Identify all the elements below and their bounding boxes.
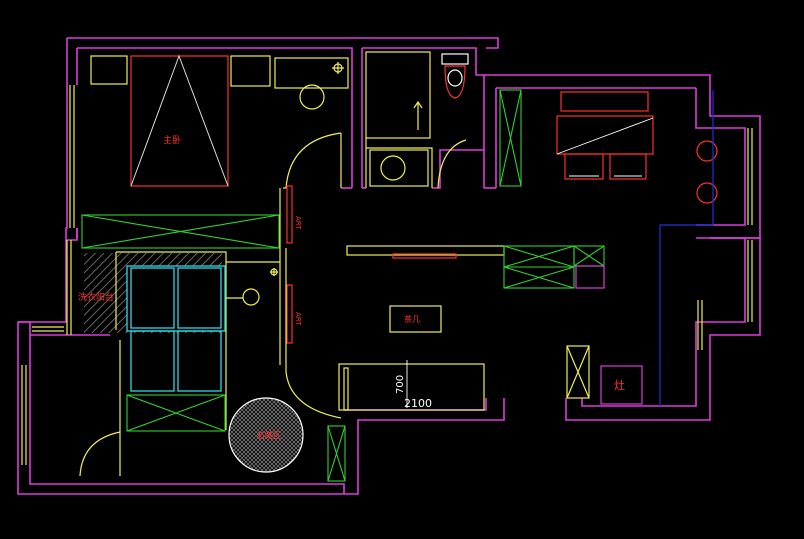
master-bed (130, 54, 229, 187)
coffee-table (389, 305, 442, 333)
shoe-cabinet (126, 394, 226, 432)
windows (21, 85, 753, 465)
bathroom-door-arc (437, 139, 467, 189)
tv-cabinet (346, 245, 505, 259)
wardrobe (81, 214, 280, 249)
stove-label: 灶 (614, 379, 625, 392)
leisure-area-label: 石踏区 (257, 430, 281, 440)
side-cabinets (503, 245, 605, 289)
bedroom-door (283, 132, 342, 189)
nightstand-left (90, 55, 128, 85)
nightstand-right (230, 55, 271, 87)
washing-machine (369, 149, 429, 187)
shower-area (365, 51, 433, 188)
coffee-table-label: 茶几 (404, 314, 420, 324)
art-label-upper: ART (294, 216, 302, 230)
toilet (441, 53, 469, 99)
stove (566, 345, 643, 405)
sofa (338, 360, 485, 411)
dining-table (556, 91, 718, 204)
kitchen-counter (659, 90, 714, 406)
laundry-balcony-label: 洗衣阳台 (78, 291, 114, 303)
living-partition (116, 188, 342, 430)
leisure-area (228, 397, 304, 473)
art-label-lower: ART (294, 312, 302, 326)
dining-cabinet (499, 89, 522, 187)
sofa-width-dim: 2100 (404, 397, 432, 410)
storage-cabinets (126, 265, 226, 392)
sofa-depth-dim: 700 (395, 375, 406, 394)
art-panel-upper (286, 185, 293, 244)
fridge-box (575, 265, 605, 289)
entry-cabinet (327, 425, 346, 482)
entry-door-arc (79, 431, 121, 477)
master-bedroom-label: 主卧 (163, 134, 181, 146)
art-panel-lower (286, 284, 293, 344)
desk (274, 57, 349, 110)
balcony-fixture (115, 252, 278, 432)
